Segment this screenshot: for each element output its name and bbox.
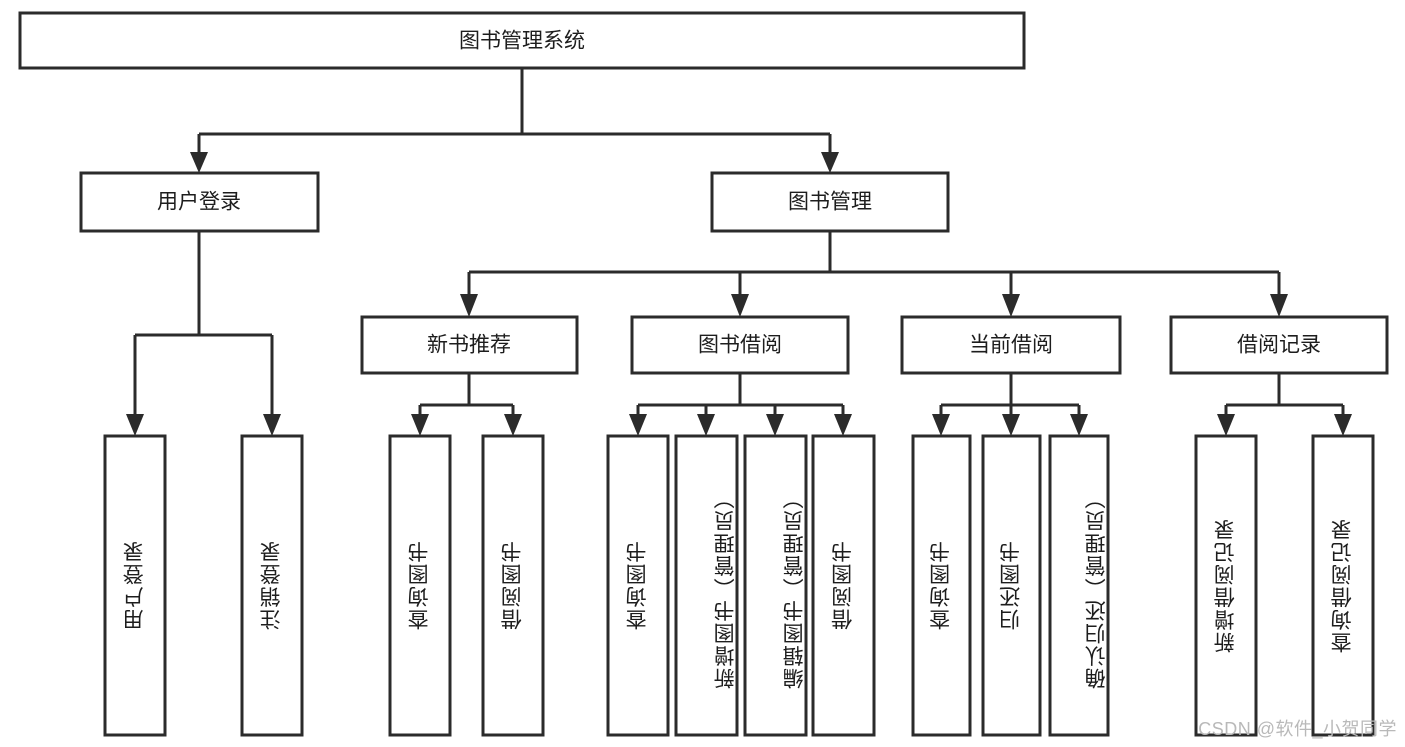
node-borrow-record-label: 借阅记录 (1237, 334, 1321, 357)
edge-group-book-mgmt (460, 231, 1288, 317)
arrowhead-user-login (190, 152, 208, 173)
arrowhead-book-borrow (731, 294, 749, 317)
arrowhead-leaf-user-login (126, 414, 144, 436)
arrowhead-leaf-borrow-book-1 (504, 414, 522, 436)
leaf-label-query-book-3: 查询图书 (929, 540, 953, 631)
node-root-system[interactable]: 图书管理系统 (18, 11, 1026, 70)
arrowhead-leaf-return-book (1002, 414, 1020, 436)
node-borrow-record-box[interactable] (1169, 315, 1389, 375)
leaf-label-add-book: 新增图书（管理员） (714, 486, 738, 689)
node-root-system-box[interactable] (18, 11, 1026, 70)
leaf-box-edit-book[interactable] (743, 434, 808, 737)
leaf-label-query-book-1: 查询图书 (408, 540, 432, 631)
arrowhead-new-book-rec (460, 294, 478, 317)
node-new-book-recommend-box[interactable] (360, 315, 579, 375)
leaf-box-return-book[interactable] (981, 434, 1042, 737)
node-book-borrow-box[interactable] (630, 315, 850, 375)
node-borrow-record[interactable]: 借阅记录 (1169, 315, 1389, 375)
leaf-box-query-record[interactable] (1311, 434, 1375, 737)
node-book-management-label: 图书管理 (788, 191, 872, 214)
arrowhead-leaf-query-book-3 (932, 414, 950, 436)
arrowhead-leaf-query-book-2 (629, 414, 647, 436)
edge-group-user-login (126, 231, 281, 436)
leaf-label-edit-book: 编辑图书（管理员） (783, 486, 807, 689)
arrowhead-leaf-logout (263, 414, 281, 436)
node-current-borrow[interactable]: 当前借阅 (900, 315, 1122, 375)
leaf-box-borrow-book-1[interactable] (481, 434, 545, 737)
leaf-box-query-book-1[interactable] (388, 434, 452, 737)
edge-group-new-book-rec (411, 373, 522, 436)
node-user-login[interactable]: 用户登录 (79, 171, 320, 233)
leaf-label-borrow-book-2: 借阅图书 (831, 540, 855, 631)
arrowhead-leaf-add-book (697, 414, 715, 436)
node-current-borrow-label: 当前借阅 (969, 334, 1053, 357)
leaf-label-add-record: 新增借阅记录 (1214, 518, 1238, 653)
leaf-box-query-book-3[interactable] (911, 434, 972, 737)
arrowhead-leaf-add-record (1217, 414, 1235, 436)
leaf-box-logout[interactable] (240, 434, 304, 737)
leaf-box-borrow-book-2[interactable] (811, 434, 876, 737)
leaf-label-return-book: 归还图书 (999, 540, 1023, 631)
edge-group-root (190, 68, 839, 173)
leaf-label-query-book-2: 查询图书 (626, 540, 650, 631)
leaf-box-add-record[interactable] (1194, 434, 1258, 737)
node-book-borrow-label: 图书借阅 (698, 334, 782, 357)
leaf-label-logout: 注销登录 (260, 540, 284, 631)
arrowhead-leaf-query-book-1 (411, 414, 429, 436)
arrowhead-leaf-borrow-book-2 (834, 414, 852, 436)
node-new-book-recommend-label: 新书推荐 (427, 334, 511, 357)
arrowhead-leaf-confirm-return (1070, 414, 1088, 436)
arrowhead-book-mgmt (821, 152, 839, 173)
edge-group-borrow-record (1217, 373, 1352, 436)
leaf-label-user-login: 用户登录 (123, 540, 147, 631)
leaf-label-confirm-return: 确认归还（管理员） (1085, 486, 1109, 689)
leaf-box-user-login[interactable] (103, 434, 167, 737)
node-new-book-recommend[interactable]: 新书推荐 (360, 315, 579, 375)
node-book-borrow[interactable]: 图书借阅 (630, 315, 850, 375)
node-book-management-box[interactable] (710, 171, 950, 233)
leaf-box-confirm-return[interactable] (1048, 434, 1110, 737)
edge-group-current-borrow (932, 373, 1088, 436)
node-user-login-label: 用户登录 (157, 191, 241, 214)
arrowhead-current-borrow (1002, 294, 1020, 317)
node-user-login-box[interactable] (79, 171, 320, 233)
arrowhead-leaf-query-record (1334, 414, 1352, 436)
leaf-box-add-book[interactable] (674, 434, 739, 737)
leaf-box-query-book-2[interactable] (606, 434, 670, 737)
leaf-label-query-record: 查询借阅记录 (1331, 518, 1355, 653)
arrowhead-borrow-record (1270, 294, 1288, 317)
arrowhead-leaf-edit-book (766, 414, 784, 436)
node-root-system-label: 图书管理系统 (459, 30, 585, 53)
node-current-borrow-box[interactable] (900, 315, 1122, 375)
edge-group-book-borrow (629, 373, 852, 436)
leaf-label-borrow-book-1: 借阅图书 (501, 540, 525, 631)
node-book-management[interactable]: 图书管理 (710, 171, 950, 233)
leaf-boxes (103, 434, 1375, 737)
